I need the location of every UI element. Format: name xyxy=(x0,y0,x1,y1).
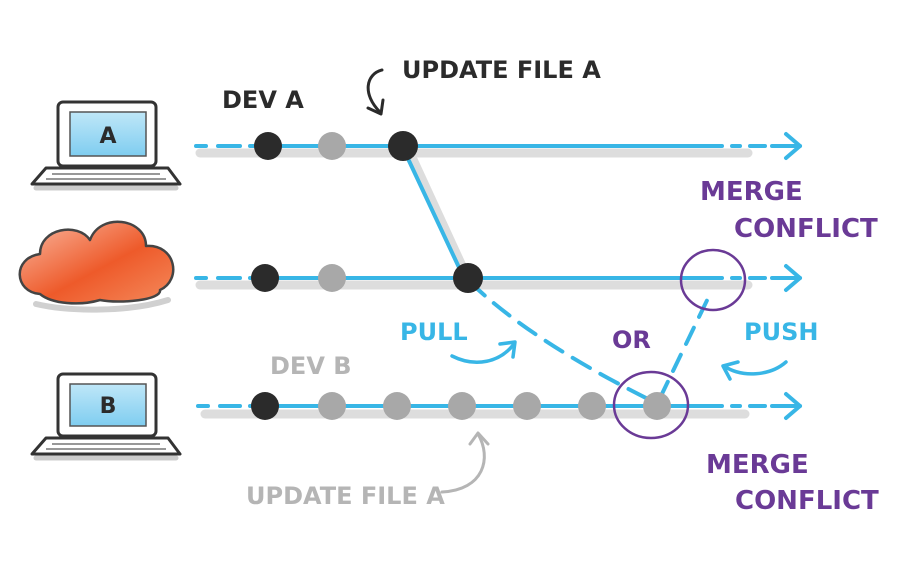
curved-arrow-icon xyxy=(721,360,788,381)
laptop-b-label: B xyxy=(100,394,117,419)
commit-dark xyxy=(251,264,279,292)
push-label: PUSH xyxy=(744,318,818,346)
dev-b-label: DEV B xyxy=(270,352,352,380)
merge-conflict-circle-remote xyxy=(679,248,747,312)
update-file-a-top-label: UPDATE FILE A xyxy=(402,56,601,84)
cloud-icon xyxy=(18,220,175,313)
merge-conflict-bottom-line1: MERGE xyxy=(706,450,809,480)
commit-light xyxy=(383,392,411,420)
merge-conflict-top-line1: MERGE xyxy=(700,177,803,207)
arrow-right-icon xyxy=(770,132,802,160)
laptop-a-label: A xyxy=(99,124,116,149)
commit-light xyxy=(643,392,671,420)
push-attempt-connector xyxy=(658,288,714,400)
commit-dark xyxy=(388,131,418,161)
commit-dark xyxy=(254,132,282,160)
commit-light xyxy=(318,392,346,420)
laptop-icon: B xyxy=(30,372,182,461)
merge-conflict-bottom-line2: CONFLICT xyxy=(735,486,879,516)
commits-remote xyxy=(251,263,483,293)
curved-arrow-icon xyxy=(440,431,490,494)
merge-conflict-circle-dev-b xyxy=(612,370,690,440)
push-connector xyxy=(401,146,465,278)
commit-light xyxy=(578,392,606,420)
commits-dev-b xyxy=(251,392,671,420)
pull-label: PULL xyxy=(400,318,468,346)
laptop-icon: A xyxy=(30,100,182,191)
commit-light xyxy=(448,392,476,420)
curved-arrow-icon xyxy=(450,340,517,364)
track-shadows xyxy=(195,148,753,419)
merge-conflict-top-line2: CONFLICT xyxy=(734,214,878,244)
arrow-right-icon xyxy=(770,264,802,292)
commits-dev-a xyxy=(254,131,418,161)
commit-light xyxy=(318,264,346,292)
update-file-a-bottom-label: UPDATE FILE A xyxy=(246,482,445,510)
curved-arrow-icon xyxy=(366,68,385,116)
arrow-right-icon xyxy=(770,392,802,420)
commit-dark xyxy=(453,263,483,293)
pull-connector xyxy=(468,280,652,402)
or-label: OR xyxy=(612,326,651,354)
commit-light xyxy=(318,132,346,160)
commit-light xyxy=(513,392,541,420)
commit-dark xyxy=(251,392,279,420)
dev-a-label: DEV A xyxy=(222,86,304,114)
